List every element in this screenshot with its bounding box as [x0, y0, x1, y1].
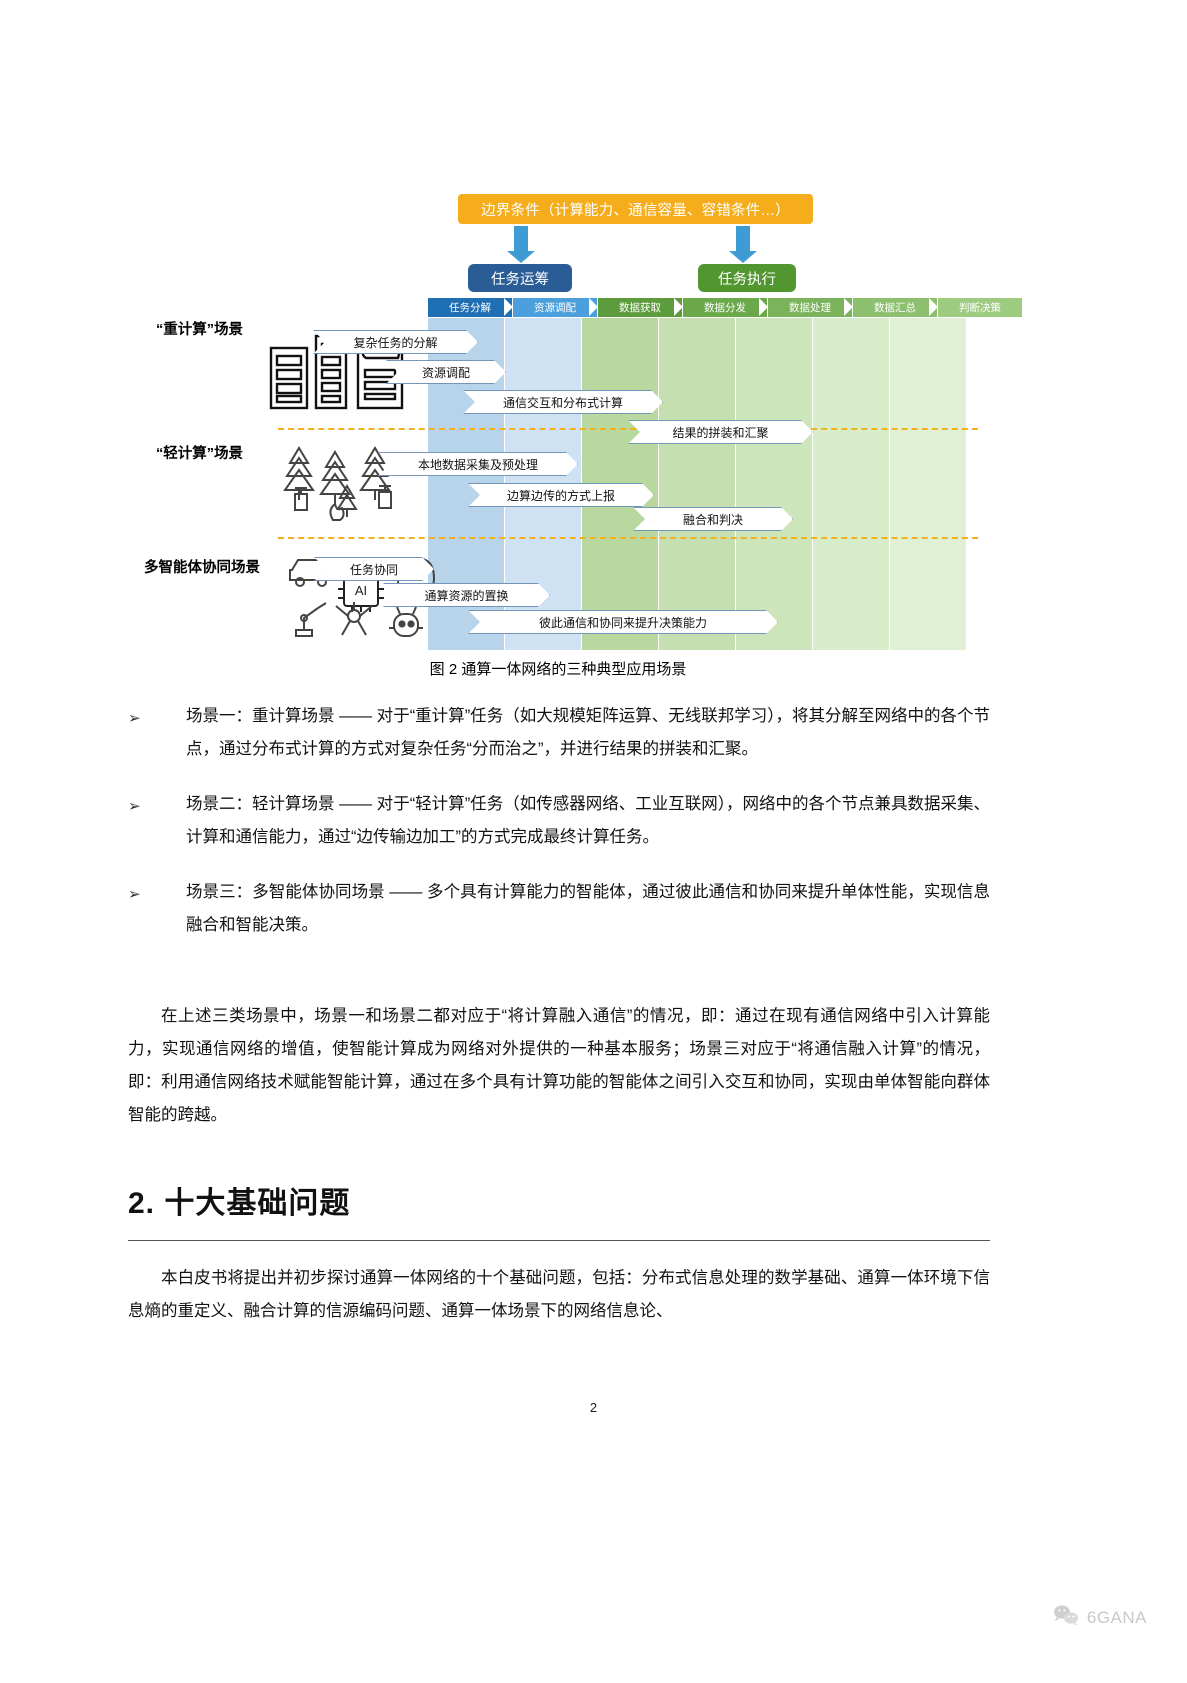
callout-fusion-and-decision: 融合和判决: [633, 507, 793, 531]
watermark: 6GANA: [1053, 1604, 1147, 1631]
callout-edge-compute-transmit-report: 边算边传的方式上报: [468, 483, 654, 507]
scenario-label-multiagent: 多智能体协同场景: [144, 560, 260, 576]
bullet-scenario-three-text: 场景三：多智能体协同场景 —— 多个具有计算能力的智能体，通过彼此通信和协同来提…: [186, 883, 990, 934]
callout-communication-distributed-computing: 通信交互和分布式计算: [463, 390, 663, 414]
watermark-label: 6GANA: [1086, 1607, 1147, 1627]
callout-result-assembly-aggregation: 结果的拼装和汇聚: [628, 420, 813, 444]
band-data-distribution: [659, 318, 735, 650]
callout-compute-resource-exchange: 通算资源的置换: [383, 583, 550, 607]
wechat-icon: [1053, 1604, 1079, 1631]
band-data-processing: [736, 318, 812, 650]
pipeline-step-2-label: 资源调配: [534, 302, 576, 314]
role-box-task-execution: 任务执行: [698, 264, 796, 292]
band-data-aggregation: [813, 318, 889, 650]
scenario-bullet-list: ➢ 场景一：重计算场景 —— 对于“重计算”任务（如大规模矩阵运算、无线联邦学习…: [128, 700, 990, 964]
band-decision: [890, 318, 966, 650]
bullet-scenario-two-text: 场景二：轻计算场景 —— 对于“轻计算”任务（如传感器网络、工业互联网），网络中…: [186, 795, 990, 846]
callout-task-collaboration: 任务协同: [314, 557, 434, 581]
svg-text:AI: AI: [355, 583, 367, 598]
page-number: 2: [589, 1400, 598, 1415]
bullet-scenario-one: ➢ 场景一：重计算场景 —— 对于“重计算”任务（如大规模矩阵运算、无线联邦学习…: [128, 700, 990, 766]
pipeline-step-4: 数据分发: [674, 298, 767, 317]
section-heading-ten-questions: 2. 十大基础问题: [128, 1187, 351, 1220]
pipeline-step-3: 数据获取: [589, 298, 682, 317]
pipeline-step-6: 数据汇总: [844, 298, 937, 317]
pipeline-column-bands: [428, 318, 978, 650]
bullet-marker-icon: ➢: [128, 710, 141, 727]
bullet-marker-icon: ➢: [128, 798, 141, 815]
callout-mutual-communication-collaboration: 彼此通信和协同来提升决策能力: [468, 610, 778, 634]
bullet-scenario-three: ➢ 场景三：多智能体协同场景 —— 多个具有计算能力的智能体，通过彼此通信和协同…: [128, 876, 990, 942]
pipeline-step-7: 判断决策: [929, 298, 1022, 317]
pipeline-step-4-label: 数据分发: [704, 302, 746, 314]
callout-local-data-collection-preprocessing: 本地数据采集及预处理: [378, 452, 578, 476]
bullet-marker-icon: ➢: [128, 886, 141, 903]
down-arrow-icon-left: [507, 226, 535, 263]
process-pipeline: 任务分解 资源调配 数据获取 数据分发 数据处理 数据汇总 判断决策: [419, 298, 1023, 317]
pipeline-step-1: 任务分解: [419, 298, 512, 317]
pipeline-step-2: 资源调配: [504, 298, 597, 317]
scenario-label-heavy: “重计算”场景: [156, 322, 243, 338]
role-box-task-planning: 任务运筹: [468, 264, 572, 292]
row-divider-1: [278, 428, 978, 430]
pipeline-step-3-label: 数据获取: [619, 302, 661, 314]
bullet-scenario-one-text: 场景一：重计算场景 —— 对于“重计算”任务（如大规模矩阵运算、无线联邦学习），…: [186, 707, 990, 758]
figure-2: 边界条件（计算能力、通信容量、容错条件…） 任务运筹 任务执行 任务分解 资源调…: [128, 180, 1022, 678]
callout-resource-scheduling: 资源调配: [386, 360, 506, 384]
section-divider: [128, 1240, 990, 1241]
forest-sensor-icon: [283, 442, 423, 533]
summary-paragraph: 在上述三类场景中，场景一和场景二都对应于“将计算融入通信”的情况，即：通过在现有…: [128, 1007, 990, 1124]
row-divider-2: [278, 537, 978, 539]
pipeline-step-7-label: 判断决策: [959, 302, 1001, 314]
bullet-scenario-two: ➢ 场景二：轻计算场景 —— 对于“轻计算”任务（如传感器网络、工业互联网），网…: [128, 788, 990, 854]
figure-caption: 图 2 通算一体网络的三种典型应用场景: [429, 661, 687, 678]
boundary-condition-bar: 边界条件（计算能力、通信容量、容错条件…）: [458, 194, 813, 224]
pipeline-step-1-label: 任务分解: [449, 302, 491, 314]
pipeline-step-5: 数据处理: [759, 298, 852, 317]
pipeline-step-5-label: 数据处理: [789, 302, 831, 314]
scenario-label-light: “轻计算”场景: [156, 446, 243, 462]
callout-complex-task-decomposition: 复杂任务的分解: [313, 330, 478, 354]
section-intro-paragraph: 本白皮书将提出并初步探讨通算一体网络的十个基础问题，包括：分布式信息处理的数学基…: [128, 1269, 990, 1320]
down-arrow-icon-right: [729, 226, 757, 263]
pipeline-step-6-label: 数据汇总: [874, 302, 916, 314]
